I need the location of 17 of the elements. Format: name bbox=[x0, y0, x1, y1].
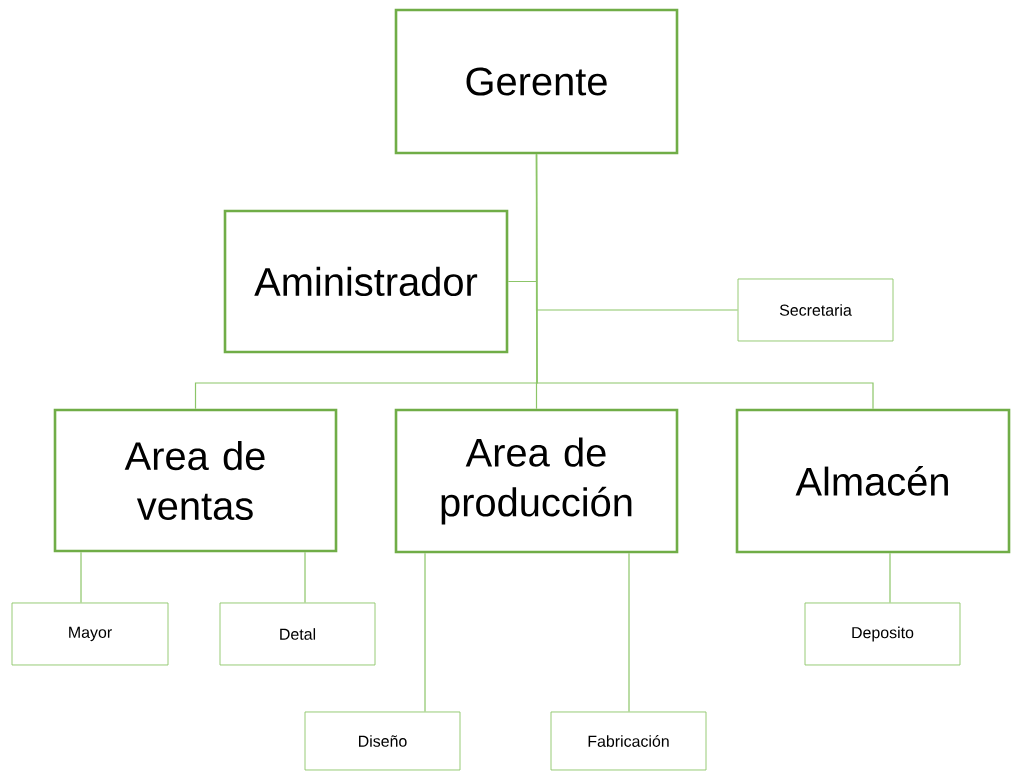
unit-box: Mayor bbox=[11, 602, 169, 666]
department-box: Gerente bbox=[394, 8, 679, 155]
connector-line bbox=[304, 551, 306, 604]
department-box: Area de producción bbox=[394, 408, 679, 554]
connector-line bbox=[628, 552, 630, 713]
unit-box: Secretaria bbox=[737, 278, 894, 342]
unit-box: Fabricación bbox=[550, 711, 707, 771]
department-box: Aministrador bbox=[223, 209, 509, 354]
connector-line bbox=[535, 153, 874, 410]
connector-line bbox=[889, 552, 891, 604]
unit-box: Deposito bbox=[804, 602, 961, 666]
connector-line bbox=[80, 551, 82, 604]
unit-box: Diseño bbox=[304, 711, 461, 771]
department-box: Area de ventas bbox=[53, 408, 338, 553]
connector-line bbox=[424, 552, 426, 713]
department-box: Almacén bbox=[735, 408, 1011, 554]
unit-box: Detal bbox=[219, 602, 376, 666]
